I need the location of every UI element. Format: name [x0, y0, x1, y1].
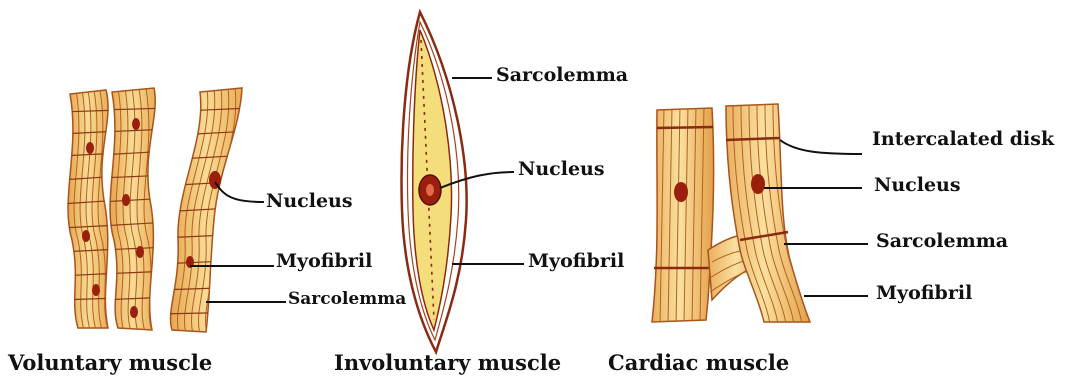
cardiac-sarcolemma-label: Sarcolemma [876, 232, 1008, 251]
involuntary-muscle-caption: Involuntary muscle [334, 352, 561, 373]
involuntary-sarcolemma-label: Sarcolemma [496, 66, 628, 85]
cardiac-myofibril-label: Myofibril [876, 284, 972, 303]
involuntary-nucleus-label: Nucleus [518, 160, 605, 179]
voluntary-muscle-figure [60, 88, 250, 334]
voluntary-myofibril-label: Myofibril [276, 252, 372, 271]
voluntary-nucleus-leader [215, 182, 264, 202]
voluntary-nucleus-label: Nucleus [266, 192, 353, 211]
involuntary-myofibril-label: Myofibril [528, 252, 624, 271]
cardiac-intercalated-disk-label: Intercalated disk [872, 130, 1054, 149]
voluntary-fiber-3 [160, 88, 250, 334]
voluntary-muscle-caption: Voluntary muscle [8, 352, 212, 373]
cardiac-nucleus-label: Nucleus [874, 176, 961, 195]
voluntary-sarcolemma-label: Sarcolemma [288, 291, 406, 308]
voluntary-fiber-2 [100, 88, 170, 332]
cardiac-intercalated-leader [780, 140, 862, 154]
cardiac-muscle-figure [652, 104, 810, 324]
cardiac-fiber-right [726, 104, 810, 324]
cardiac-fiber-left [652, 106, 714, 324]
cardiac-muscle-caption: Cardiac muscle [608, 352, 789, 373]
